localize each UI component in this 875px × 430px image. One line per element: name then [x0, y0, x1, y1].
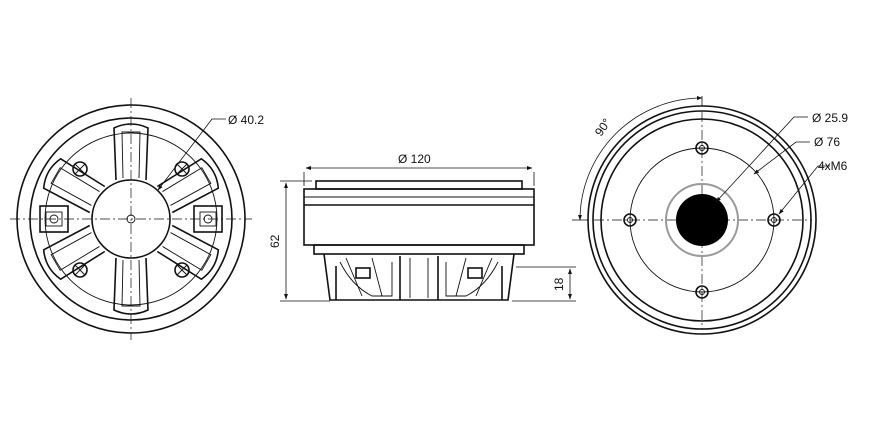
screw-icon — [72, 161, 88, 177]
side-lower-flange — [313, 244, 525, 255]
back-cooling-fins — [42, 123, 220, 315]
throat-diameter-leader — [715, 116, 808, 203]
back-screws — [72, 161, 190, 278]
side-top-cap — [315, 180, 523, 190]
mount-holes-label: 4xM6 — [818, 159, 848, 173]
bolt-circle-diameter-label: Ø 76 — [814, 135, 840, 149]
back-outer-ring — [16, 104, 246, 334]
screw-icon — [72, 262, 88, 278]
angle-arc — [578, 96, 703, 221]
cooling-fin — [42, 224, 106, 281]
back-center-vent — [126, 214, 136, 224]
side-view: Ø 120 62 18 — [268, 152, 576, 302]
back-terminal-left — [39, 205, 69, 233]
throat-icon — [676, 194, 728, 246]
cooling-fin-inner — [121, 131, 141, 179]
back-view: Ø 40.2 — [10, 98, 264, 340]
hole-angle-label: 90° — [592, 116, 614, 139]
cooling-fin — [113, 257, 149, 315]
back-center-pole — [91, 179, 171, 259]
back-center-diameter-label: Ø 40.2 — [228, 113, 264, 127]
cooling-fin — [42, 157, 106, 214]
mount-hole-icon — [695, 285, 709, 299]
screw-icon — [174, 262, 190, 278]
back-inner-ring — [29, 117, 233, 321]
front-view: 90° Ø 25.9 Ø 76 4xM6 — [572, 96, 848, 335]
back-frame-ring — [44, 132, 218, 306]
side-rear-fins — [323, 253, 515, 301]
mount-hole-icon — [767, 213, 781, 227]
back-diameter-leader — [157, 118, 226, 191]
cooling-fin-inner — [121, 259, 141, 307]
cooling-fin — [156, 224, 220, 281]
throat-diameter-label: Ø 25.9 — [812, 111, 848, 125]
outer-diameter-label: Ø 120 — [398, 152, 431, 166]
cooling-fin — [113, 123, 149, 181]
total-height-label: 62 — [268, 234, 282, 248]
cooling-fin-inner — [50, 167, 100, 206]
cooling-fin-inner — [50, 232, 100, 271]
back-terminal-right — [193, 205, 223, 233]
mount-holes-leader — [778, 165, 830, 215]
cooling-fin — [156, 157, 220, 214]
rear-height-label: 18 — [552, 277, 566, 291]
screw-icon — [174, 161, 190, 177]
bolt-circle-leader — [753, 141, 810, 175]
cooling-fin-inner — [162, 232, 212, 271]
cooling-fin-inner — [162, 167, 212, 206]
